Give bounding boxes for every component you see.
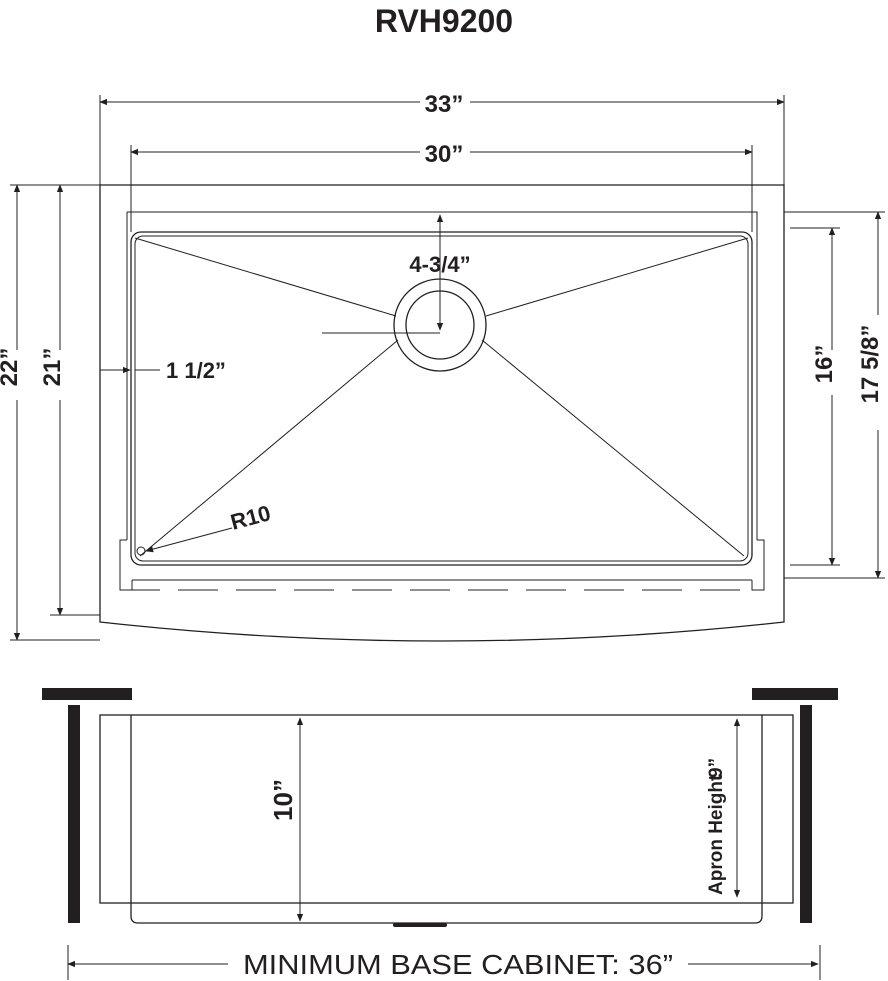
bowl-height-label: 10” [268,779,298,821]
bowl-width-label: 30” [425,141,464,168]
cabinet-wall-right [800,705,812,923]
side-view: 10” Apron Height 9” MINIMUM BASE CABINET… [42,688,838,980]
depth-without-curve-label: 21” [39,348,66,387]
bowl [130,231,753,566]
overall-width-label: 33” [425,91,464,118]
drain-profile [393,923,447,927]
overall-depth-label: 22” [0,348,23,387]
side-rim-label: 1 1/2” [166,358,226,383]
top-view: 4-3/4” R10 1 1/2” 33” 30” 22” 21” 16” 17… [0,91,885,642]
apron-height-value: 9” [706,758,727,778]
countertop-left [42,688,132,700]
corner-radius-label: R10 [228,500,273,535]
bowl-profile [130,715,763,924]
bowl-depth-label: 16” [811,345,838,384]
apron-front [99,714,794,904]
sink-outline [99,184,785,642]
rim-line [126,211,758,540]
drain-offset-label: 4-3/4” [409,252,470,277]
model-title: RVH9200 [375,3,513,39]
rim-depth-label: 17 5/8” [857,325,884,404]
apron-height-label: Apron Height [706,774,727,895]
bowl-slope-lines [134,237,749,557]
min-cabinet-label: MINIMUM BASE CABINET: 36” [243,949,673,980]
cabinet-wall-left [68,705,80,923]
countertop-right [752,688,838,700]
